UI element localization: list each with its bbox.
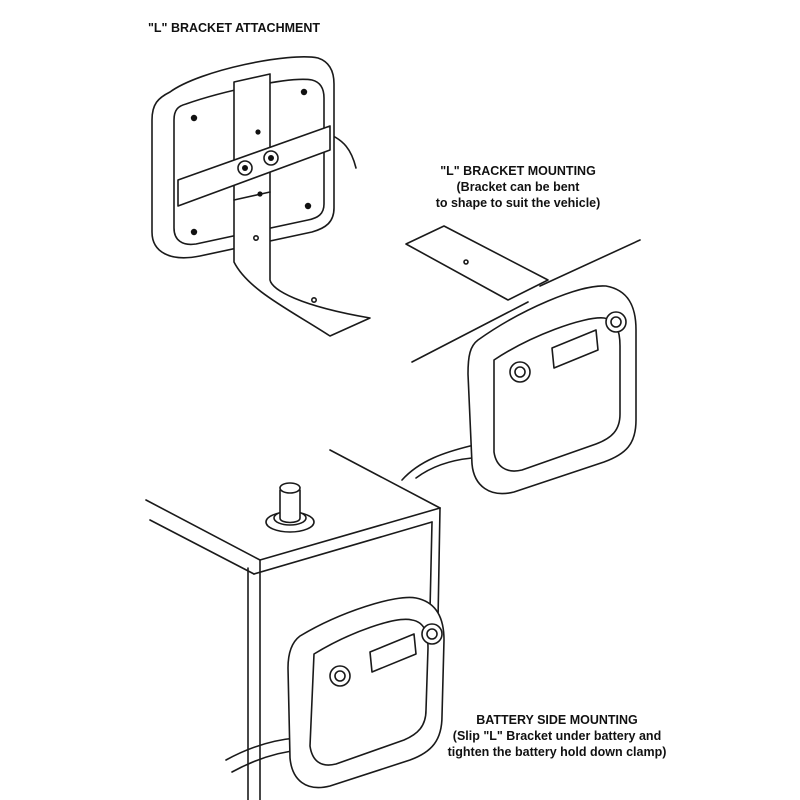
strap-bolt-center-icon: [268, 155, 274, 161]
unit-housing-side: [287, 596, 445, 789]
bracket-hole-icon: [310, 296, 317, 303]
l-bracket-vertical: [233, 73, 371, 337]
bracket-hole-icon: [253, 235, 260, 242]
l-bracket-edge: [233, 191, 271, 201]
corner-hole-icon: [304, 202, 312, 210]
battery-side-edge: [437, 507, 441, 621]
vehicle-panel-edge: [411, 301, 529, 363]
battery-side-mounting-illustration: [145, 449, 445, 800]
mounting-bracket-plate: [405, 225, 549, 301]
terminal-nut-icon: [426, 628, 438, 640]
bracket-mounting-illustration: [401, 225, 641, 495]
bracket-attachment-illustration: [151, 56, 371, 337]
terminal-nut-icon: [514, 366, 526, 378]
terminal-nut-icon: [334, 670, 346, 682]
unit-back-plate: [173, 78, 325, 246]
caption-battery-side-mounting-line2: tighten the battery hold down clamp): [447, 745, 667, 759]
unit-cable: [415, 457, 473, 479]
bracket-slot-icon: [257, 191, 263, 197]
corner-hole-icon: [190, 114, 198, 122]
battery-side-edge: [429, 521, 433, 611]
caption-bracket-mounting-title: "L" BRACKET MOUNTING: [440, 164, 596, 178]
terminal-nut-icon: [610, 316, 622, 328]
corner-hole-icon: [190, 228, 198, 236]
unit-side-face: [309, 618, 429, 766]
battery-post-top: [279, 482, 301, 494]
caption-bracket-mounting: "L" BRACKET MOUNTING (Bracket can be ben…: [436, 163, 601, 211]
caption-bracket-mounting-line2: to shape to suit the vehicle): [435, 196, 601, 210]
caption-bracket-mounting-line1: (Bracket can be bent: [456, 180, 580, 194]
battery-top-edge: [329, 449, 441, 509]
bracket-hole-icon: [463, 259, 469, 265]
horizontal-strap: [177, 125, 331, 207]
bracket-slot-icon: [255, 129, 261, 135]
battery-lid-lip: [253, 521, 433, 575]
label-window: [369, 633, 417, 673]
unit-front-face: [493, 317, 621, 472]
strap-bolt-center-icon: [242, 165, 248, 171]
label-window: [551, 329, 599, 369]
caption-bracket-attachment-text: "L" BRACKET ATTACHMENT: [147, 21, 321, 35]
unit-cable: [225, 737, 297, 761]
battery-lid-lip: [149, 519, 255, 575]
caption-bracket-attachment: "L" BRACKET ATTACHMENT: [148, 20, 320, 36]
unit-cable: [401, 445, 471, 481]
caption-battery-side-mounting-title: BATTERY SIDE MOUNTING: [476, 713, 638, 727]
vehicle-panel-edge: [539, 239, 641, 287]
battery-post: [279, 489, 301, 524]
caption-battery-side-mounting: BATTERY SIDE MOUNTING (Slip "L" Bracket …: [448, 712, 667, 760]
corner-hole-icon: [300, 88, 308, 96]
caption-battery-side-mounting-line1: (Slip "L" Bracket under battery and: [452, 729, 662, 743]
